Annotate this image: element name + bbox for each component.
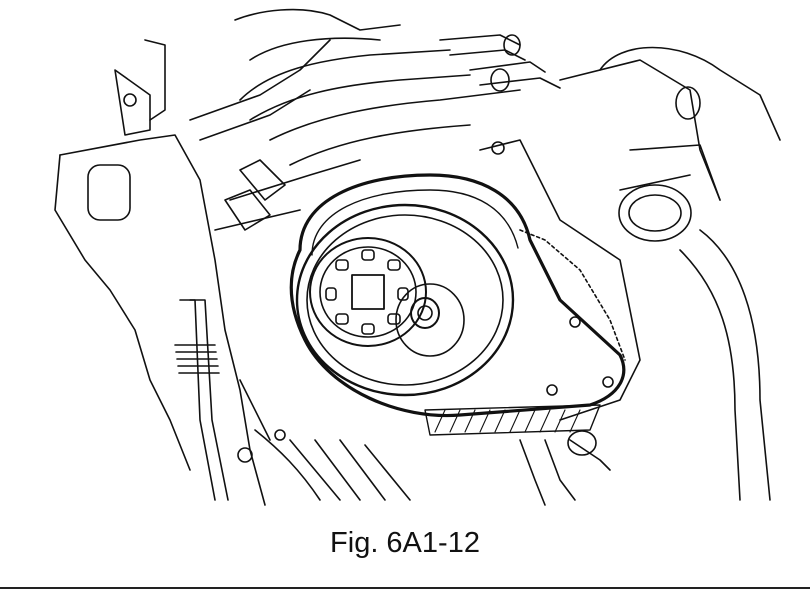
engine-block-outline bbox=[54, 39, 331, 506]
pulley-holes bbox=[325, 249, 409, 335]
crankshaft-pulley bbox=[295, 203, 515, 397]
timing-cover-outline bbox=[214, 8, 521, 231]
wire-harness bbox=[174, 34, 561, 501]
figure-caption: Fig. 6A1-12 bbox=[330, 527, 480, 559]
belt-housing-plate bbox=[479, 139, 641, 421]
hose-clamp bbox=[519, 430, 611, 506]
right-bracket bbox=[559, 46, 781, 501]
engine-pulley-illustration bbox=[54, 8, 781, 506]
drive-belt bbox=[289, 173, 626, 436]
bottom-divider bbox=[0, 587, 810, 589]
oil-pan-outline bbox=[237, 379, 411, 501]
